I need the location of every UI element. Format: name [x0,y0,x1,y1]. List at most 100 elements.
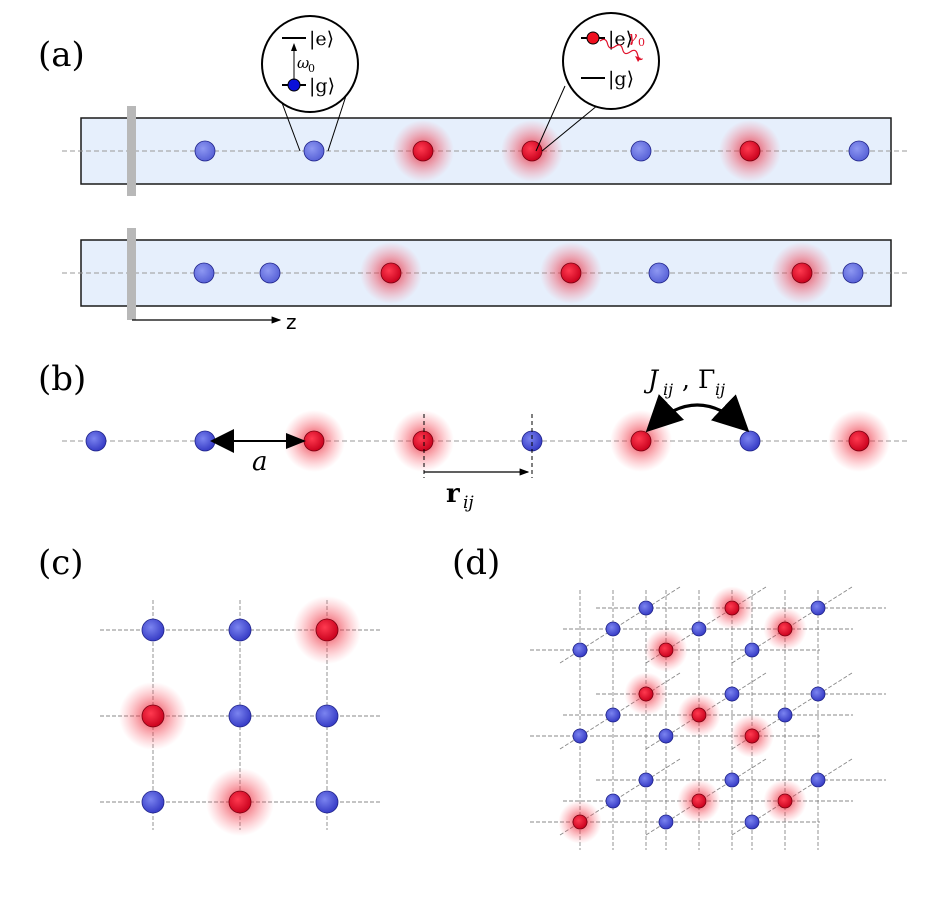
coupling-arrow [645,394,750,433]
atom-core [724,772,740,788]
excited-state-label: |e⟩ [608,28,633,50]
atom-core [141,790,165,814]
ground-atom [303,140,325,162]
atom-core [744,728,760,744]
excited-electron [586,31,600,45]
atom-core [638,686,654,702]
atom-core [691,707,707,723]
excited-atom [292,595,362,665]
atom-core [259,262,281,284]
atom-core [303,140,325,162]
excited-atom [677,779,721,823]
inset-ground-atom: |e⟩ |g⟩ ω 0 [261,15,359,152]
atom-core [572,814,588,830]
atom-core [141,618,165,642]
ground-atom [638,772,654,788]
atom-core [315,790,339,814]
atom-core [691,793,707,809]
ground-atom [259,262,281,284]
rij-subscript: ij [463,493,474,513]
atom-core [85,430,107,452]
atom-core [194,140,216,162]
atom-core [572,728,588,744]
rij-symbol: r [446,479,460,509]
coupling-Gamma-sub: ij [715,380,725,399]
panel-c: (c) [38,543,380,837]
excited-atom [558,800,602,844]
atom-core [777,707,793,723]
atom-core [412,140,434,162]
excited-atom [392,120,454,182]
panel-c-label: (c) [38,543,84,583]
panel-d: (d) [452,543,886,850]
ground-atom [572,642,588,658]
atom-chain-1 [194,120,870,182]
decay-arrowhead [635,56,641,62]
ground-atom [194,430,216,452]
excited-atom [540,242,602,304]
atom-chain-b [85,410,890,472]
ground-atom [141,790,165,814]
atom-core [724,686,740,702]
atom-core [744,814,760,830]
excited-atom [763,779,807,823]
atom-core [744,642,760,658]
coupling-J: J [643,365,660,394]
ground-atom [630,140,652,162]
atom-core [848,430,870,452]
ground-atom [193,262,215,284]
spacing-label: a [252,447,268,477]
ground-atom [194,140,216,162]
atom-core [658,814,674,830]
ground-atom [810,600,826,616]
ground-atom [141,618,165,642]
waveguide-1-marker [127,106,136,196]
atom-core [791,262,813,284]
atom-core [638,772,654,788]
atom-core [228,618,252,642]
atom-core [777,793,793,809]
inset-right-guide-line [541,104,599,152]
ground-atom [85,430,107,452]
ground-atom [638,600,654,616]
coupling-Gamma: Γ [698,365,715,394]
atom-chain-2 [193,242,864,304]
ground-atom [724,772,740,788]
excited-atom [501,120,563,182]
atom-core [739,430,761,452]
excited-atom [610,410,672,472]
atom-core [658,728,674,744]
excited-atom [719,120,781,182]
ground-atom [658,814,674,830]
atom-core [658,642,674,658]
coupling-label: J ij , Γ ij [643,365,725,399]
atom-core [380,262,402,284]
coupling-J-sub: ij [663,380,673,399]
panel-b: (b) a r ij J ij , Γ ij [38,359,908,513]
ground-atom [810,686,826,702]
atom-core [638,600,654,616]
atom-core [739,140,761,162]
excited-atom [730,714,774,758]
atom-core [605,707,621,723]
excited-atom [771,242,833,304]
atom-core [648,262,670,284]
inset-left-circle [261,15,359,113]
ground-atom [315,790,339,814]
excited-state-label: |e⟩ [309,28,334,50]
decay-rate-subscript: 0 [638,36,645,49]
atom-core [315,704,339,728]
atom-core [228,790,252,814]
excited-atom [710,586,754,630]
ground-atom [572,728,588,744]
ground-atom [777,707,793,723]
excited-atom [677,693,721,737]
ground-atom [744,814,760,830]
atom-core [605,621,621,637]
excited-atom [624,672,668,716]
excited-atom [360,242,422,304]
waveguide-2-marker [127,228,136,320]
ground-atom [810,772,826,788]
atom-core [691,621,707,637]
ground-atom [724,686,740,702]
